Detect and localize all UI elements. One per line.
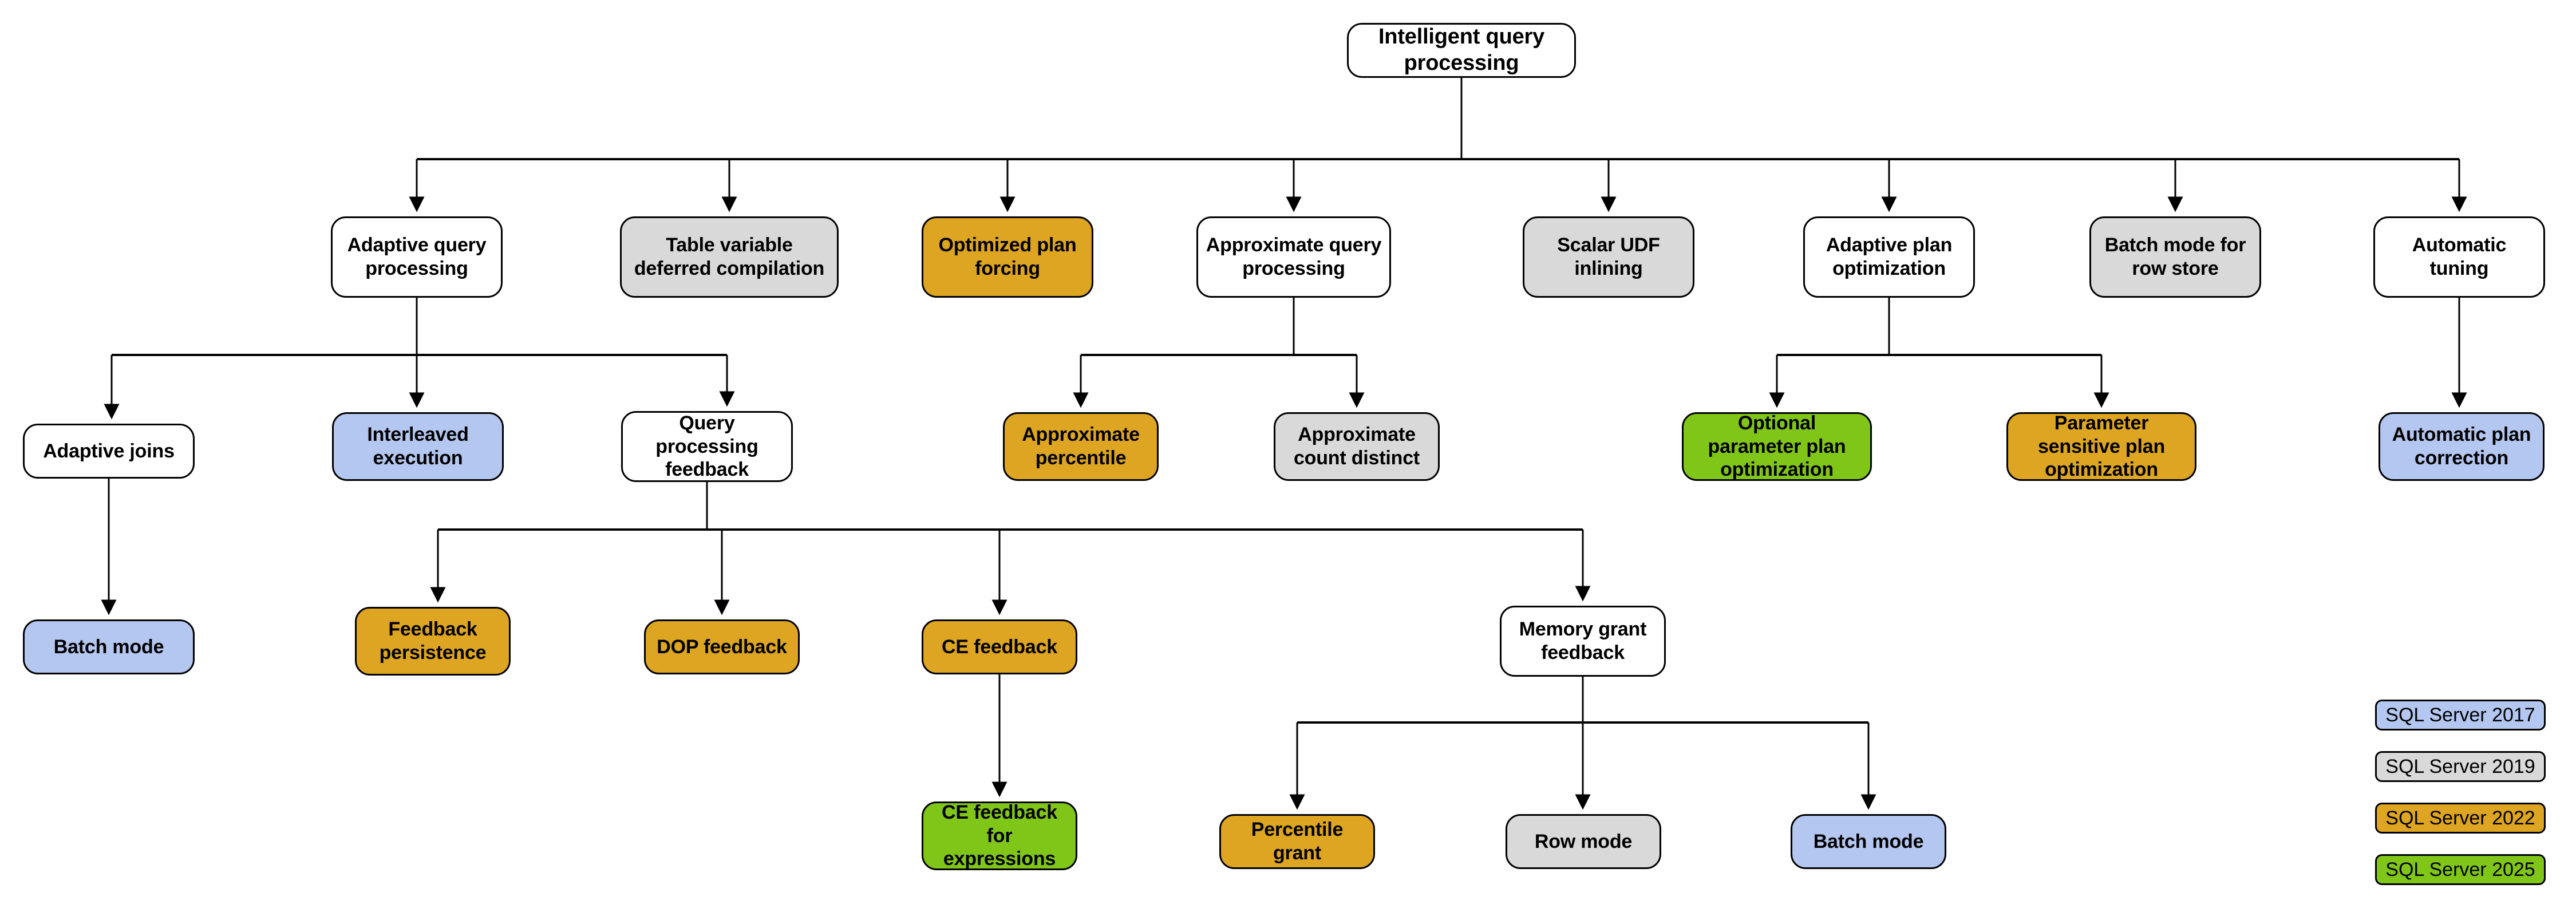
- node-label: Adaptive plan optimization: [1826, 234, 1953, 279]
- legend-item-label: SQL Server 2019: [2385, 755, 2535, 777]
- node-label: Feedback persistence: [379, 618, 487, 664]
- node-label: Automatic tuning: [2412, 234, 2507, 279]
- node-apo[interactable]: Adaptive plan optimization: [1803, 216, 1975, 298]
- node-label: Table variable deferred compilation: [634, 234, 825, 279]
- node-approxpct[interactable]: Approximate percentile: [1003, 412, 1159, 481]
- legend-item-label: SQL Server 2017: [2385, 704, 2535, 726]
- node-label: Intelligent query processing: [1378, 25, 1545, 75]
- node-batchmode1[interactable]: Batch mode: [23, 619, 195, 674]
- node-interleaved[interactable]: Interleaved execution: [332, 412, 504, 481]
- node-label: Optimized plan forcing: [938, 234, 1077, 279]
- node-batchmode2[interactable]: Batch mode: [1791, 814, 1946, 869]
- node-pspo[interactable]: Parameter sensitive plan optimization: [2006, 412, 2196, 481]
- node-fbpersist[interactable]: Feedback persistence: [355, 607, 511, 676]
- node-tvdc[interactable]: Table variable deferred compilation: [620, 216, 839, 298]
- node-label: Adaptive query processing: [347, 234, 487, 279]
- node-label: Percentile grant: [1251, 819, 1344, 864]
- node-label: Approximate count distinct: [1293, 424, 1420, 469]
- node-label: Scalar UDF inlining: [1557, 234, 1660, 279]
- node-apc[interactable]: Automatic plan correction: [2379, 412, 2545, 481]
- node-label: Query processing feedback: [655, 412, 758, 481]
- node-pctgrant[interactable]: Percentile grant: [1219, 814, 1375, 869]
- node-label: Batch mode: [53, 635, 164, 658]
- node-label: Approximate percentile: [1022, 424, 1140, 469]
- node-mgf[interactable]: Memory grant feedback: [1500, 606, 1666, 677]
- node-label: DOP feedback: [657, 635, 787, 658]
- node-adaptivejoins[interactable]: Adaptive joins: [23, 424, 195, 479]
- node-label: Optional parameter plan optimization: [1708, 412, 1846, 481]
- node-udf[interactable]: Scalar UDF inlining: [1523, 216, 1694, 298]
- legend-item-label: SQL Server 2022: [2385, 807, 2535, 829]
- node-label: Batch mode for row store: [2104, 234, 2246, 279]
- node-label: CE feedback: [942, 635, 1057, 658]
- node-label: CE feedback for expressions: [942, 801, 1057, 870]
- node-label: Row mode: [1534, 830, 1633, 852]
- node-label: Automatic plan correction: [2392, 424, 2531, 469]
- legend-item-sql-server-2025: SQL Server 2025: [2375, 854, 2546, 885]
- legend-item-sql-server-2017: SQL Server 2017: [2375, 700, 2546, 731]
- node-root[interactable]: Intelligent query processing: [1347, 23, 1576, 78]
- legend-item-sql-server-2019: SQL Server 2019: [2375, 751, 2546, 782]
- node-label: Adaptive joins: [43, 440, 175, 462]
- node-label: Batch mode: [1813, 830, 1924, 852]
- node-dopfb[interactable]: DOP feedback: [644, 619, 800, 674]
- node-qpf[interactable]: Query processing feedback: [621, 411, 793, 482]
- node-autotune[interactable]: Automatic tuning: [2373, 216, 2545, 298]
- legend-item-label: SQL Server 2025: [2385, 858, 2535, 881]
- legend-item-sql-server-2022: SQL Server 2022: [2375, 803, 2546, 834]
- node-cefb[interactable]: CE feedback: [922, 619, 1077, 674]
- node-label: Approximate query processing: [1206, 234, 1382, 279]
- node-aqp[interactable]: Adaptive query processing: [331, 216, 503, 298]
- node-rowmode[interactable]: Row mode: [1506, 814, 1661, 869]
- node-bmrs[interactable]: Batch mode for row store: [2089, 216, 2261, 298]
- node-approxcd[interactable]: Approximate count distinct: [1274, 412, 1440, 481]
- node-label: Parameter sensitive plan optimization: [2037, 412, 2166, 481]
- node-oppo[interactable]: Optional parameter plan optimization: [1682, 412, 1872, 481]
- node-approxqp[interactable]: Approximate query processing: [1196, 216, 1391, 298]
- node-label: Interleaved execution: [367, 424, 469, 469]
- node-label: Memory grant feedback: [1519, 618, 1647, 664]
- node-cefbexpr[interactable]: CE feedback for expressions: [922, 802, 1077, 870]
- node-opf[interactable]: Optimized plan forcing: [922, 216, 1093, 298]
